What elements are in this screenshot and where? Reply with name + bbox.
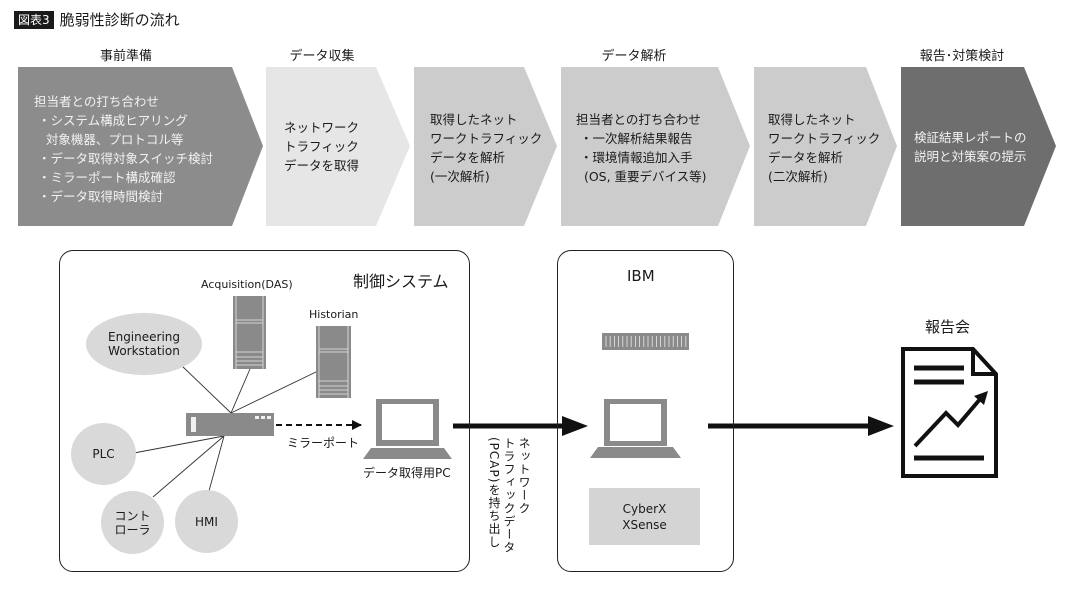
control-system-panel (59, 250, 470, 572)
plc-node: PLC (71, 423, 136, 485)
network-links (133, 365, 319, 498)
step-chevron-collection (266, 67, 410, 226)
step-chevron-meeting (561, 67, 750, 226)
phase-label-report: 報告･対策検討 (919, 49, 1005, 64)
figure-badge: 図表3 (14, 10, 54, 29)
step-text-meeting: 担当者との打ち合わせ ・一次解析結果報告 ・環境情報追加入手 (OS, 重要デバ… (576, 112, 707, 184)
phase-label-preparation: 事前準備 (99, 49, 153, 64)
ibm-appliance-icon (602, 333, 689, 350)
mirror-port-label: ミラーポート (287, 436, 360, 450)
step-chevron-primary-analysis (414, 67, 557, 226)
phase-label-analysis: データ解析 (601, 49, 667, 64)
pc-label: データ取得用PC (363, 466, 451, 480)
network-switch-icon (186, 413, 274, 436)
link-plc (133, 435, 225, 454)
report-arrow-head (868, 416, 894, 436)
link-controller (152, 435, 225, 498)
step-text-report: 検証結果レポートの 説明と対策案の提示 (914, 130, 1027, 164)
hmi-node: HMI (175, 490, 238, 553)
step-chevron-preparation (18, 67, 263, 226)
ibm-panel (557, 250, 734, 572)
link-historian (230, 370, 319, 414)
report-label: 報告会 (925, 318, 971, 336)
link-acquisition (230, 368, 251, 414)
transfer-arrow-head (562, 416, 588, 436)
cyberx-line1: CyberX (622, 501, 667, 516)
controller-node: コント ローラ (101, 491, 164, 554)
link-engineering (181, 365, 232, 414)
acquisition-label: Acquisition(DAS) (201, 278, 293, 291)
cyberx-line2: XSense (622, 517, 667, 532)
historian-server-icon (316, 326, 351, 398)
historian-label: Historian (309, 308, 359, 321)
figure-title: 図表3 脆弱性診断の流れ (14, 9, 180, 30)
step-text-primary-analysis: 取得したネット ワークトラフィック データを解析 (一次解析) (430, 112, 543, 184)
cyberx-product-box: CyberX XSense (589, 488, 700, 545)
ibm-title: IBM (627, 267, 655, 285)
link-hmi (208, 435, 225, 492)
step-text-collection: ネットワーク トラフィック データを取得 (284, 120, 360, 173)
engineering-workstation-node: Engineering Workstation (86, 313, 202, 375)
acquisition-server-icon (233, 296, 266, 369)
step-text-secondary-analysis: 取得したネット ワークトラフィック データを解析 (二次解析) (768, 112, 881, 184)
report-document-icon (901, 347, 998, 478)
figure-title-text: 脆弱性診断の流れ (59, 11, 180, 29)
control-system-title: 制御システム (353, 272, 449, 291)
transfer-label: ネットワーク トラフィックデータ (PCAP)を持ち出し (487, 437, 531, 554)
phase-label-collection: データ収集 (289, 49, 355, 64)
step-text-preparation: 担当者との打ち合わせ ・システム構成ヒアリング 対象機器、プロトコル等 ・データ… (34, 94, 213, 204)
step-chevron-secondary-analysis (754, 67, 897, 226)
analysis-laptop-icon (590, 399, 681, 458)
step-chevron-report (901, 67, 1056, 226)
laptop-icon (363, 399, 452, 459)
